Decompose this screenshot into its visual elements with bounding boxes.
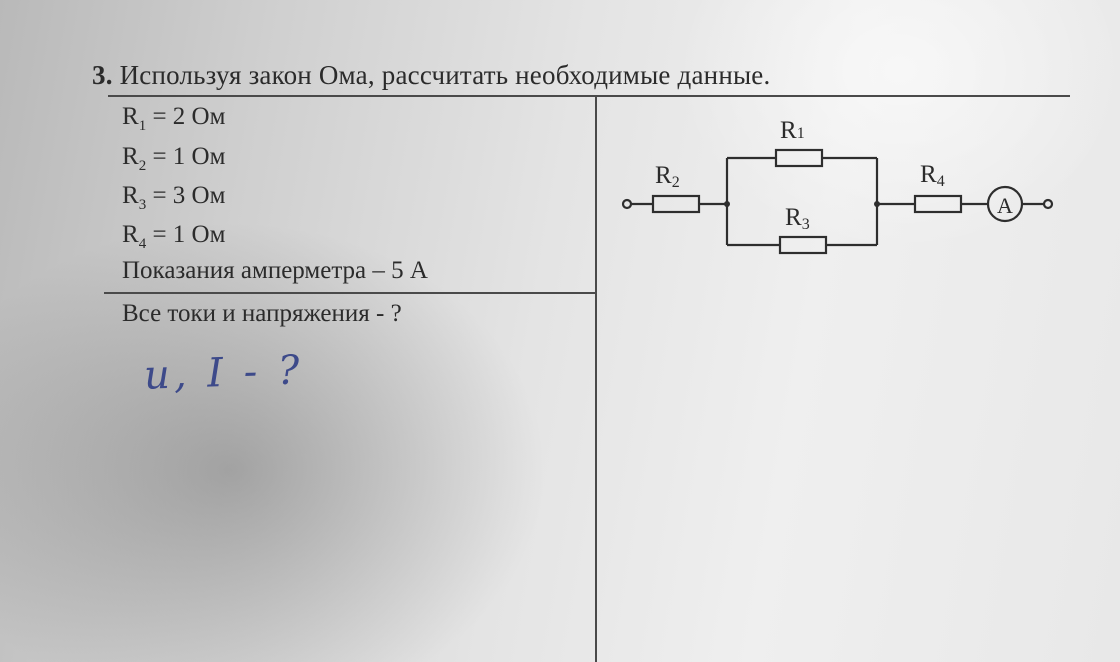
- given-r2-value: = 1 Ом: [152, 143, 226, 170]
- label-r4: R4: [920, 161, 945, 190]
- handwritten-note: u, I - ?: [143, 347, 305, 399]
- question-text: Все токи и напряжения - ?: [122, 300, 402, 327]
- right-junction-dot: [874, 201, 880, 207]
- label-r3: R3: [785, 204, 810, 233]
- column-divider: [595, 95, 597, 662]
- resistor-r1: [774, 148, 824, 168]
- given-r2-symbol: R2: [122, 143, 147, 174]
- circuit-diagram: R1 R2 R3 R4 A: [621, 117, 1054, 255]
- ammeter-reading: Показания амперметра – 5 А: [122, 257, 428, 284]
- given-divider: [104, 292, 596, 294]
- given-r3-value: = 3 Ом: [152, 182, 226, 209]
- problem-number: 3.: [92, 60, 113, 90]
- given-r1: R1 = 2 Ом: [122, 103, 225, 135]
- input-terminal: [621, 198, 633, 210]
- problem-title: 3. Используя закон Ома, рассчитать необх…: [92, 60, 770, 91]
- left-junction-dot: [724, 201, 730, 207]
- resistor-r4: [913, 194, 963, 214]
- given-r3: R3 = 3 Ом: [122, 182, 225, 214]
- given-r4-value: = 1 Ом: [152, 221, 226, 248]
- title-underline: [108, 95, 1070, 97]
- resistor-r2: [651, 194, 701, 214]
- given-r4: R4 = 1 Ом: [122, 221, 225, 253]
- label-r1: R1: [780, 117, 805, 144]
- output-terminal: [1042, 198, 1054, 210]
- label-ammeter: A: [997, 193, 1013, 218]
- given-r4-symbol: R4: [122, 221, 147, 252]
- given-r1-value: = 2 Ом: [152, 103, 226, 130]
- resistor-r3: [778, 235, 828, 255]
- given-r2: R2 = 1 Ом: [122, 143, 225, 175]
- given-r3-symbol: R3: [122, 182, 147, 213]
- label-r2: R2: [655, 162, 680, 191]
- given-r1-symbol: R1: [122, 103, 147, 134]
- problem-statement: Используя закон Ома, рассчитать необходи…: [119, 60, 771, 90]
